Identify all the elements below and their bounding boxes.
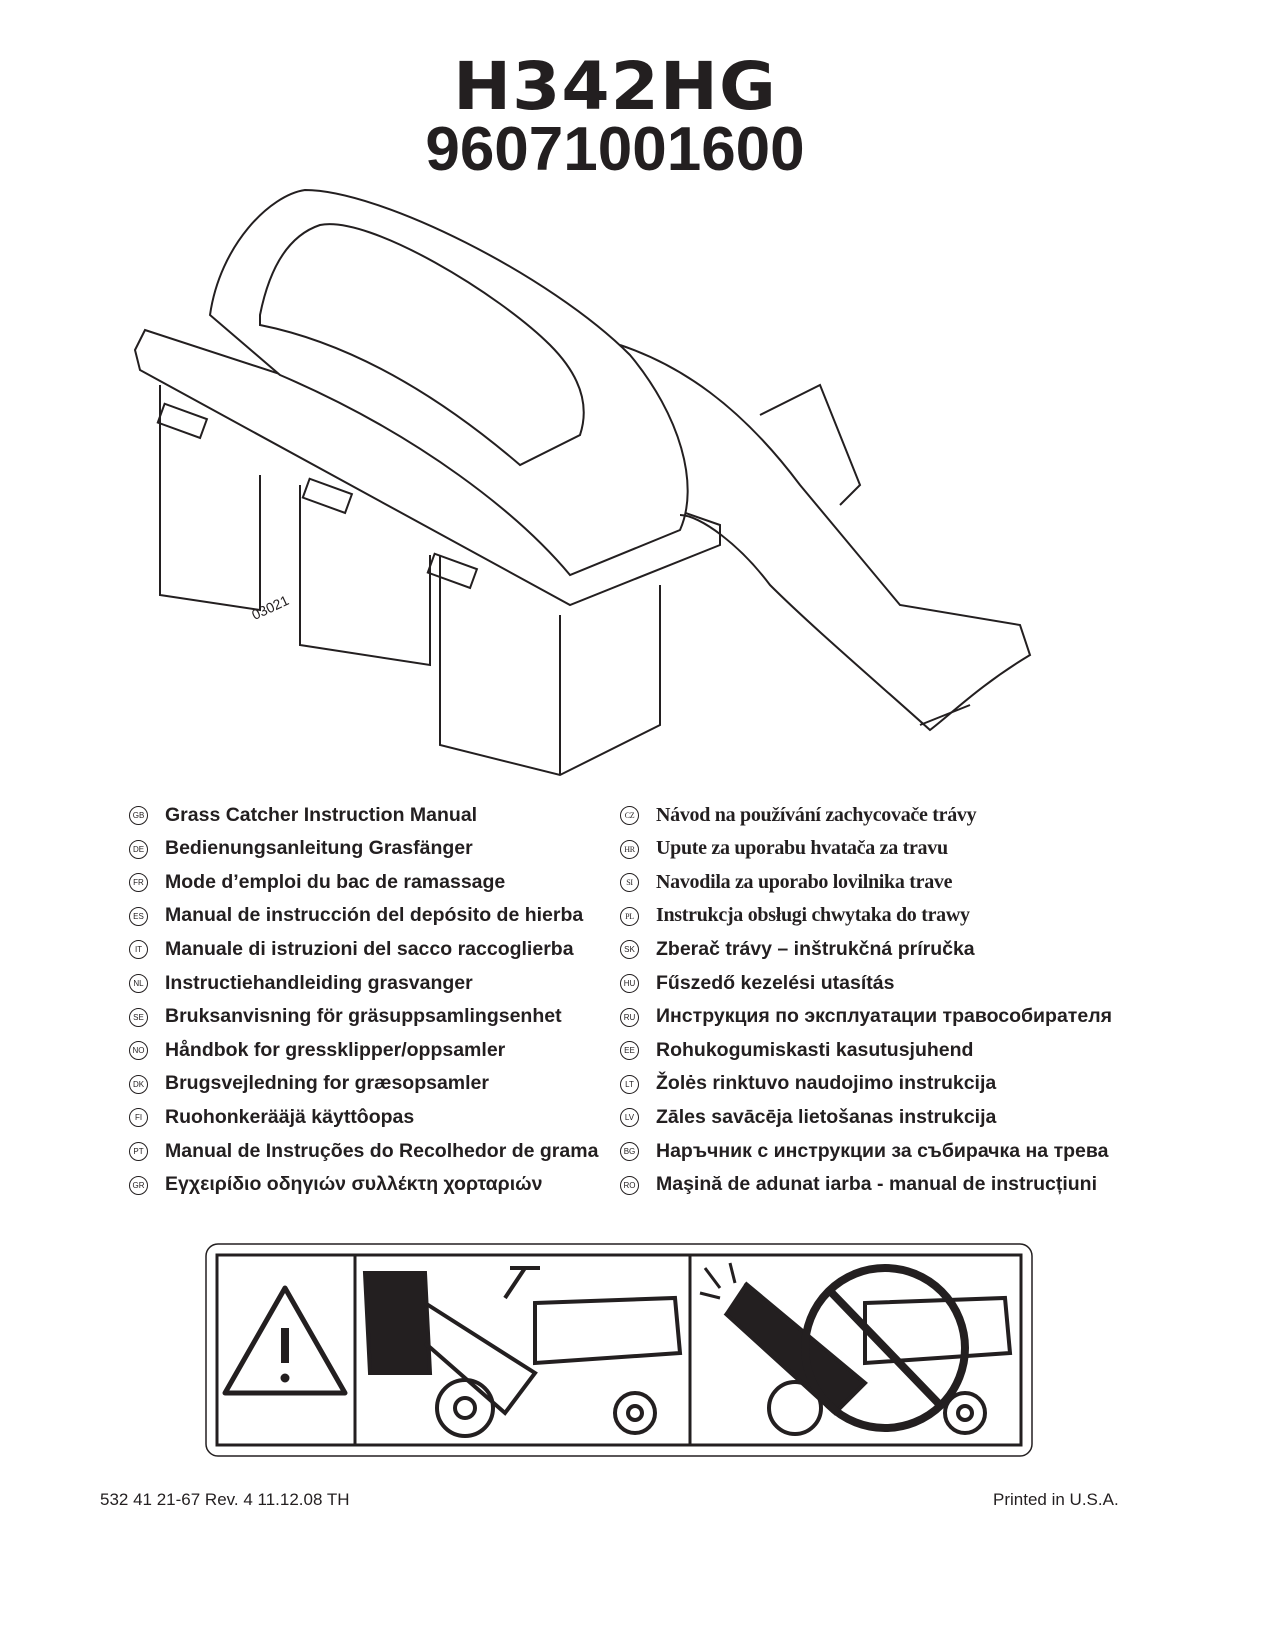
- language-title: Navodila za uporabo lovilnika trave: [656, 870, 953, 893]
- country-code-badge: LT: [620, 1074, 639, 1094]
- language-item-ro: RO Maşină de adunat iarba - manual de ins…: [620, 1170, 1097, 1200]
- language-title: Zāles savācēja lietošanas instrukcija: [656, 1105, 997, 1128]
- country-code-badge: BG: [620, 1142, 639, 1161]
- country-code-badge: SE: [129, 1007, 148, 1027]
- model-title: H342HG: [453, 48, 777, 125]
- language-title: Návod na používání zachycovače trávy: [656, 803, 977, 826]
- language-title: Håndbok for gressklipper/oppsamler: [165, 1038, 506, 1061]
- language-item-fr: FR Mode d’emploi du bac de ramassage: [129, 867, 506, 897]
- tractor-with-catcher-icon: [362, 1266, 683, 1438]
- language-title: Инструкция по эксплуатации травособирате…: [656, 1005, 1112, 1028]
- language-title: Fűszedő kezelési utasítás: [656, 971, 895, 994]
- language-title: Brugsvejledning for græsopsamler: [165, 1072, 489, 1095]
- language-title: Manuale di istruzioni del sacco raccogli…: [165, 937, 574, 960]
- language-item-dk: DK Brugsvejledning for græsopsamler: [129, 1069, 489, 1099]
- language-title: Manual de Instruções do Recolhedor de gr…: [165, 1139, 599, 1162]
- country-code-badge: FI: [129, 1108, 148, 1128]
- language-item-pl: PL Instrukcja obsługi chwytaka do trawy: [620, 901, 970, 931]
- language-item-bg: BG Наръчник с инструкции за събирачка на …: [620, 1136, 1109, 1166]
- language-item-fi: FI Ruohonkerääjä käyttôopas: [129, 1102, 415, 1132]
- country-code-badge: HU: [620, 974, 639, 993]
- language-title: Instructiehandleiding grasvanger: [165, 971, 473, 994]
- country-code-badge: SK: [620, 940, 639, 960]
- language-title: Mode d’emploi du bac de ramassage: [165, 870, 506, 893]
- language-title: Žolės rinktuvo naudojimo instrukcija: [656, 1072, 997, 1095]
- country-code-badge: FR: [129, 873, 148, 893]
- language-item-hu: HU Fűszedő kezelési utasítás: [620, 968, 895, 998]
- language-title: Ruohonkerääjä käyttôopas: [165, 1105, 415, 1128]
- country-code-badge: RO: [620, 1175, 639, 1195]
- language-item-gr: GR Εγχειρίδιο οδηγιών συλλέκτη χορταριών: [129, 1170, 543, 1200]
- language-title: Zberač trávy – inštrukčná príručka: [656, 937, 975, 960]
- country-code-badge: RU: [620, 1007, 639, 1027]
- country-code-badge: EE: [620, 1041, 639, 1061]
- language-item-hr: HR Upute za uporabu hvatača za travu: [620, 834, 948, 864]
- language-item-nl: NL Instructiehandleiding grasvanger: [129, 968, 473, 998]
- document-info: 532 41 21-67 Rev. 4 11.12.08 TH: [100, 1490, 350, 1509]
- language-item-ee: EE Rohukogumiskasti kasutusjuhend: [620, 1035, 974, 1065]
- country-code-badge: IT: [129, 940, 148, 960]
- language-item-it: IT Manuale di istruzioni del sacco raccog…: [129, 934, 574, 964]
- country-code-badge: PL: [620, 906, 639, 926]
- country-code-badge: GR: [129, 1175, 148, 1195]
- language-item-no: NO Håndbok for gressklipper/oppsamler: [129, 1035, 506, 1065]
- safety-decal: [205, 1243, 1033, 1457]
- language-item-gb: GB Grass Catcher Instruction Manual: [129, 800, 478, 830]
- part-number: 96071001600: [425, 115, 805, 184]
- language-item-se: SE Bruksanvisning för gräsuppsamlingsenhe…: [129, 1002, 562, 1032]
- language-item-lv: LV Zāles savācēja lietošanas instrukcija: [620, 1102, 997, 1132]
- country-code-badge: NO: [129, 1041, 148, 1061]
- language-title: Instrukcja obsługi chwytaka do trawy: [656, 904, 970, 927]
- language-item-cz: CZ Návod na používání zachycovače trávy: [620, 800, 977, 830]
- language-item-ru: RU Инструкция по эксплуатации травособира…: [620, 1002, 1112, 1032]
- country-code-badge: CZ: [620, 806, 639, 825]
- country-code-badge: SI: [620, 873, 639, 893]
- country-code-badge: ES: [129, 906, 148, 926]
- country-code-badge: HR: [620, 839, 639, 859]
- country-code-badge: DK: [129, 1074, 148, 1094]
- country-code-badge: PT: [129, 1142, 148, 1161]
- grass-catcher-illustration: 03021: [133, 188, 1032, 777]
- language-item-de: DE Bedienungsanleitung Grasfänger: [129, 834, 473, 864]
- country-code-badge: LV: [620, 1108, 639, 1128]
- language-item-si: SI Navodila za uporabo lovilnika trave: [620, 867, 953, 897]
- country-code-badge: GB: [129, 806, 148, 825]
- printed-in: Printed in U.S.A.: [993, 1490, 1119, 1509]
- language-title: Εγχειρίδιο οδηγιών συλλέκτη χορταριών: [165, 1173, 543, 1196]
- language-title: Grass Catcher Instruction Manual: [165, 803, 478, 826]
- language-item-sk: SK Zberač trávy – inštrukčná príručka: [620, 934, 975, 964]
- language-title: Bedienungsanleitung Grasfänger: [165, 837, 473, 860]
- language-item-es: ES Manual de instrucción del depósito de …: [129, 901, 584, 931]
- tractor-without-catcher-prohibited-icon: [699, 1262, 1013, 1436]
- language-title: Maşină de adunat iarba - manual de instr…: [656, 1173, 1097, 1196]
- warning-triangle-icon: [222, 1285, 348, 1396]
- language-title: Bruksanvisning för gräsuppsamlingsenhet: [165, 1005, 562, 1028]
- language-title: Upute za uporabu hvatača za travu: [656, 837, 948, 860]
- language-title: Rohukogumiskasti kasutusjuhend: [656, 1038, 974, 1061]
- country-code-badge: NL: [129, 974, 148, 993]
- language-item-lt: LT Žolės rinktuvo naudojimo instrukcija: [620, 1069, 997, 1099]
- country-code-badge: DE: [129, 839, 148, 859]
- language-item-pt: PT Manual de Instruções do Recolhedor de …: [129, 1136, 599, 1166]
- language-title: Наръчник с инструкции за събирачка на тр…: [656, 1139, 1109, 1162]
- drawing-number: 03021: [249, 592, 291, 623]
- language-title: Manual de instrucción del depósito de hi…: [165, 904, 584, 927]
